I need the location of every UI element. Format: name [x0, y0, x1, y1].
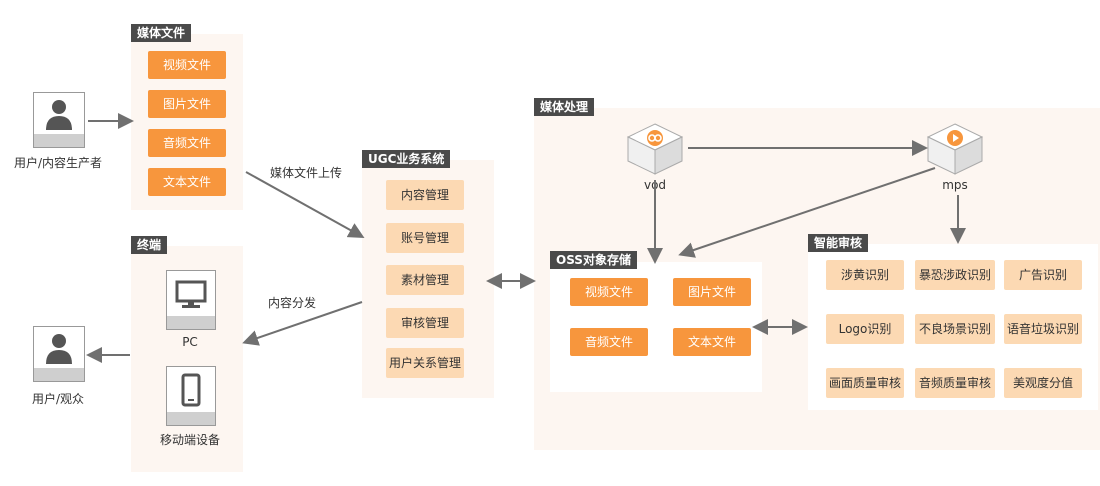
mobile-card — [166, 366, 216, 426]
ugc-item-review: 审核管理 — [386, 308, 464, 338]
arrow-ugc-to-terminal — [242, 301, 363, 346]
viewer-label: 用户/观众 — [31, 392, 85, 406]
ugc-item-content: 内容管理 — [386, 180, 464, 210]
ugc-item-account: 账号管理 — [386, 223, 464, 253]
review-item-logo: Logo识别 — [826, 314, 904, 344]
media-files-title: 媒体文件 — [131, 24, 192, 42]
oss-item-audio: 音频文件 — [570, 328, 648, 356]
review-item-aesthetic: 美观度分值 — [1004, 368, 1082, 398]
ugc-item-relations: 用户关系管理 — [386, 348, 464, 378]
producer-label: 用户/内容生产者 — [13, 156, 103, 170]
viewer-avatar — [33, 326, 85, 382]
terminal-title: 终端 — [131, 236, 168, 254]
person-icon — [46, 100, 72, 130]
pc-label: PC — [182, 335, 198, 349]
oss-title: OSS对象存储 — [550, 251, 637, 269]
person-icon — [46, 334, 72, 364]
smart-review-title: 智能审核 — [808, 234, 869, 252]
mps-label: mps — [942, 178, 968, 192]
mobile-label: 移动端设备 — [159, 433, 220, 447]
oss-item-image: 图片文件 — [673, 278, 751, 306]
ugc-item-material: 素材管理 — [386, 265, 464, 295]
oss-item-text: 文本文件 — [673, 328, 751, 356]
media-processing-title: 媒体处理 — [534, 98, 595, 116]
arrow-mps-to-oss — [678, 167, 936, 258]
review-item-porn: 涉黄识别 — [826, 260, 904, 290]
review-item-ad: 广告识别 — [1004, 260, 1082, 290]
review-item-voice: 语音垃圾识别 — [1004, 314, 1082, 344]
media-file-image: 图片文件 — [148, 90, 226, 118]
pc-card — [166, 270, 216, 330]
mps-cube-icon — [926, 123, 984, 175]
oss-item-video: 视频文件 — [570, 278, 648, 306]
review-item-audio-quality: 音频质量审核 — [915, 368, 995, 398]
phone-icon — [181, 373, 201, 407]
review-item-scene: 不良场景识别 — [915, 314, 995, 344]
vod-cube-icon — [626, 123, 684, 175]
media-file-text: 文本文件 — [148, 168, 226, 196]
review-item-terror: 暴恐涉政识别 — [915, 260, 995, 290]
review-item-picture-quality: 画面质量审核 — [826, 368, 904, 398]
producer-avatar — [33, 92, 85, 148]
media-file-audio: 音频文件 — [148, 129, 226, 157]
monitor-icon — [175, 280, 207, 308]
arrow-media-to-ugc — [245, 171, 365, 238]
ugc-title: UGC业务系统 — [362, 150, 451, 168]
edge-label-distribute: 内容分发 — [268, 296, 317, 310]
edge-label-upload: 媒体文件上传 — [270, 166, 343, 180]
media-file-video: 视频文件 — [148, 51, 226, 79]
